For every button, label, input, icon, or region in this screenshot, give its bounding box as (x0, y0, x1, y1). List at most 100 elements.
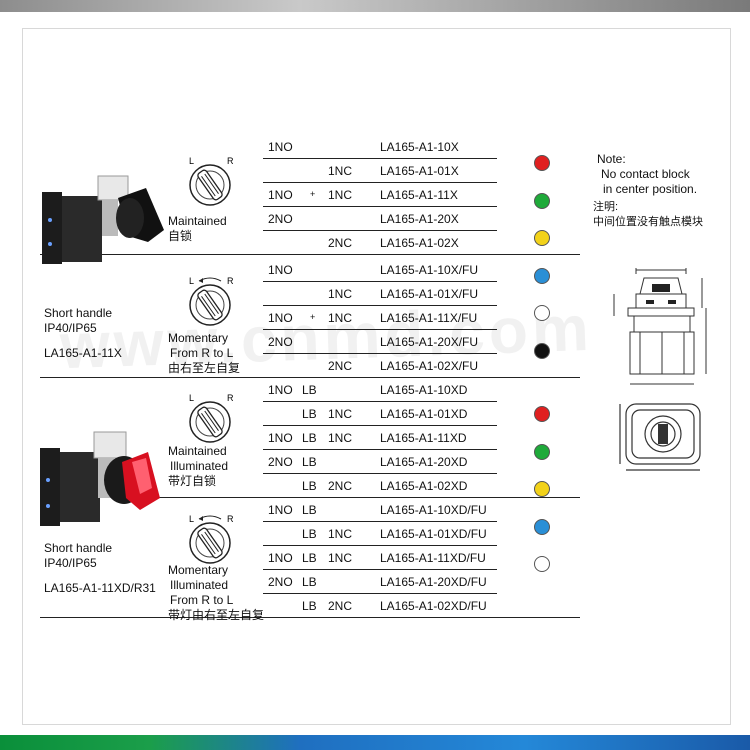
operation-mode-line: 带灯自锁 (168, 474, 217, 488)
row-divider (263, 158, 497, 159)
contact-no: 1NO (268, 551, 293, 565)
bottom-border-bar (0, 735, 750, 750)
color-dot-top-5 (534, 342, 550, 359)
color-dot-bottom-4 (534, 556, 550, 572)
contact-no: 2NO (268, 455, 293, 469)
contact-nc: 1NC (328, 188, 353, 202)
device-2-description: Short handle IP40/IP65 LA165-A1-11XD/R31 (44, 541, 156, 596)
row-divider (263, 281, 497, 282)
model-code: LA165-A1-02X/FU (380, 359, 479, 373)
dial-right-label: R (227, 276, 234, 286)
operation-mode-line: 自锁 (168, 229, 193, 243)
device-1-ip: IP40/IP65 (44, 321, 97, 335)
row-divider (263, 230, 497, 231)
model-code: LA165-A1-10X (380, 140, 459, 154)
contact-mid: LB (302, 479, 317, 493)
device-1-model: LA165-A1-11X (44, 346, 122, 360)
contact-nc: 2NC (328, 236, 353, 250)
contact-nc: 1NC (328, 551, 353, 565)
contact-nc: 1NC (328, 287, 353, 301)
operation-mode-line: From R to L (170, 346, 234, 360)
row-divider (263, 329, 497, 330)
dial-left-label: L (189, 514, 194, 524)
device-2-model: LA165-A1-11XD/R31 (44, 581, 156, 595)
contact-nc: 1NC (328, 164, 353, 178)
model-code: LA165-A1-01XD (380, 407, 468, 421)
contact-mid: LB (302, 407, 317, 421)
contact-mid: LB (302, 551, 317, 565)
device-2-handle: Short handle (44, 541, 113, 555)
dial-right-label: R (227, 393, 234, 403)
dial-right-label: R (227, 514, 234, 524)
contact-nc: 1NC (328, 431, 353, 445)
front-view-drawing (619, 403, 701, 471)
row-divider (263, 401, 497, 402)
operation-mode-line: Momentary (168, 563, 229, 577)
contact-no: 2NO (268, 212, 293, 226)
block-divider (40, 377, 580, 378)
model-code: LA165-A1-01XD/FU (380, 527, 487, 541)
model-code: LA165-A1-10XD/FU (380, 503, 487, 517)
model-code: LA165-A1-11XD/FU (380, 551, 486, 565)
row-divider (263, 425, 497, 426)
model-code: LA165-A1-01X/FU (380, 287, 479, 301)
model-code: LA165-A1-10XD (380, 383, 468, 397)
row-divider (263, 206, 497, 207)
model-code: LA165-A1-11XD (380, 431, 467, 445)
contact-mid: LB (302, 455, 317, 469)
contact-no: 1NO (268, 188, 293, 202)
row-divider (263, 449, 497, 450)
operation-mode-line: Maintained (168, 214, 227, 228)
operation-mode-line: Illuminated (170, 578, 229, 592)
contact-nc: 2NC (328, 479, 353, 493)
contact-mid: LB (302, 599, 317, 613)
contact-mid: LB (302, 431, 317, 445)
contact-no: 2NO (268, 335, 293, 349)
model-code: LA165-A1-02X (380, 236, 459, 250)
note-cn-line: 中间位置没有触点模块 (593, 216, 703, 228)
color-dot-top-0 (534, 155, 550, 171)
note-en: Note: No contact block in center positio… (597, 152, 697, 197)
note-cn: 注明: 中间位置没有触点模块 (593, 200, 703, 230)
note-cn-title: 注明: (593, 201, 619, 213)
dial-right-label: R (227, 156, 234, 166)
operation-mode-line: Momentary (168, 331, 229, 345)
row-divider (263, 353, 497, 354)
operation-mode-line: From R to L (170, 593, 234, 607)
contact-mid: + (310, 189, 316, 199)
operation-mode-line: Illuminated (170, 459, 229, 473)
contact-nc: 2NC (328, 599, 353, 613)
dial-left-label: L (189, 393, 194, 403)
operation-mode-line: 由右至左自复 (168, 361, 241, 375)
model-code: LA165-A1-20XD (380, 455, 468, 469)
model-code: LA165-A1-02XD (380, 479, 468, 493)
note-line-2: in center position. (603, 182, 698, 196)
row-divider (263, 305, 497, 306)
color-dot-top-3 (534, 267, 550, 284)
catalog-frame (22, 28, 731, 725)
operation-mode-line: 带灯由右至左自复 (168, 608, 265, 622)
row-divider (263, 182, 497, 183)
note-line-1: No contact block (601, 167, 690, 181)
contact-nc: 1NC (328, 311, 353, 325)
color-dot-bottom-2 (534, 481, 550, 497)
contact-no: 1NO (268, 140, 293, 154)
block-divider (40, 254, 580, 255)
model-code: LA165-A1-20XD/FU (380, 575, 487, 589)
operation-mode-line: Maintained (168, 444, 227, 458)
contact-no: 2NO (268, 575, 293, 589)
model-code: LA165-A1-20X/FU (380, 335, 479, 349)
dial-left-label: L (189, 156, 194, 166)
contact-no: 1NO (268, 263, 293, 277)
note-title: Note: (597, 152, 626, 166)
model-code: LA165-A1-10X/FU (380, 263, 479, 277)
dial-left-label: L (189, 276, 194, 286)
block-divider (40, 617, 580, 618)
contact-mid: LB (302, 575, 317, 589)
